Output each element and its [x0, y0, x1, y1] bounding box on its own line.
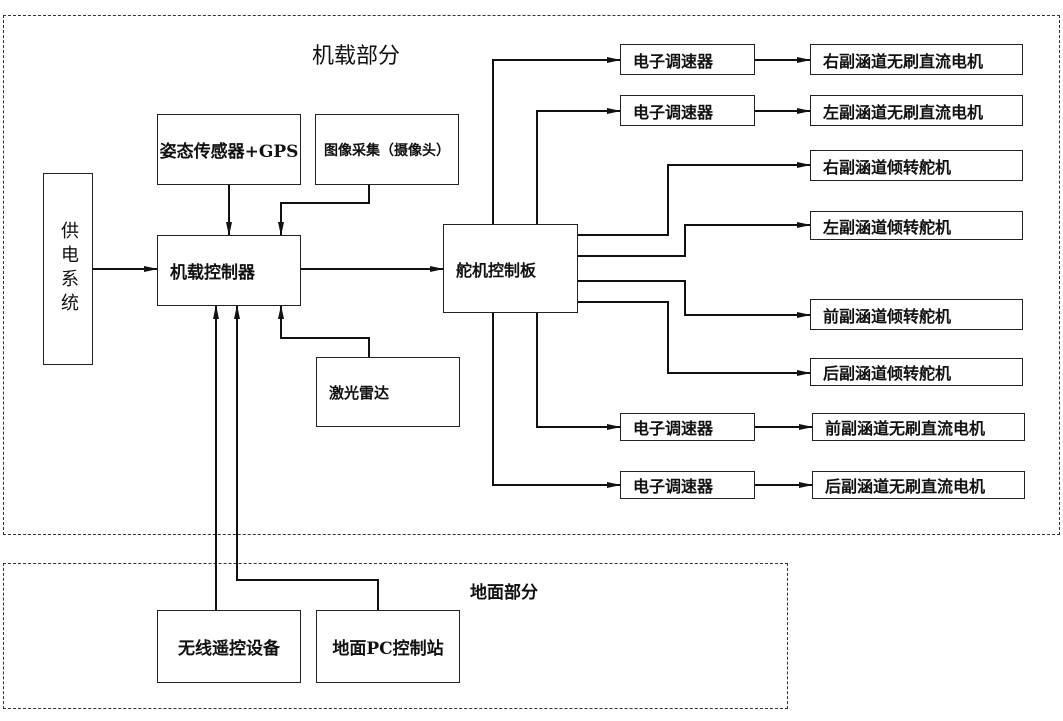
esc-node-4[interactable]: 电子调速器	[620, 471, 755, 499]
esc-node-1[interactable]: 电子调速器	[620, 44, 755, 75]
airborne-region-title: 机载部分	[312, 38, 400, 70]
wireless-rc-node[interactable]: 无线遥控设备	[157, 610, 301, 683]
ground-region-title: 地面部分	[470, 578, 538, 603]
power-supply-node[interactable]: 供电系统	[43, 173, 93, 365]
esc-node-3[interactable]: 电子调速器	[620, 413, 755, 441]
flight-controller-node[interactable]: 机载控制器	[157, 235, 301, 306]
camera-node[interactable]: 图像采集（摄像头）	[315, 114, 459, 185]
servo-front-node[interactable]: 前副涵道倾转舵机	[810, 299, 1023, 330]
ground-pc-station-node[interactable]: 地面PC控制站	[316, 610, 460, 683]
motor-rear-node[interactable]: 后副涵道无刷直流电机	[812, 471, 1025, 499]
motor-left-node[interactable]: 左副涵道无刷直流电机	[810, 95, 1023, 126]
servo-right-node[interactable]: 右副涵道倾转舵机	[810, 150, 1023, 181]
lidar-node[interactable]: 激光雷达	[316, 357, 460, 427]
servo-board-node[interactable]: 舵机控制板	[443, 224, 578, 313]
motor-front-node[interactable]: 前副涵道无刷直流电机	[812, 413, 1025, 441]
attitude-sensor-node[interactable]: 姿态传感器+GPS	[157, 114, 301, 185]
esc-node-2[interactable]: 电子调速器	[620, 95, 755, 126]
motor-right-node[interactable]: 右副涵道无刷直流电机	[810, 44, 1023, 75]
servo-left-node[interactable]: 左副涵道倾转舵机	[810, 211, 1023, 240]
servo-rear-node[interactable]: 后副涵道倾转舵机	[810, 358, 1023, 386]
